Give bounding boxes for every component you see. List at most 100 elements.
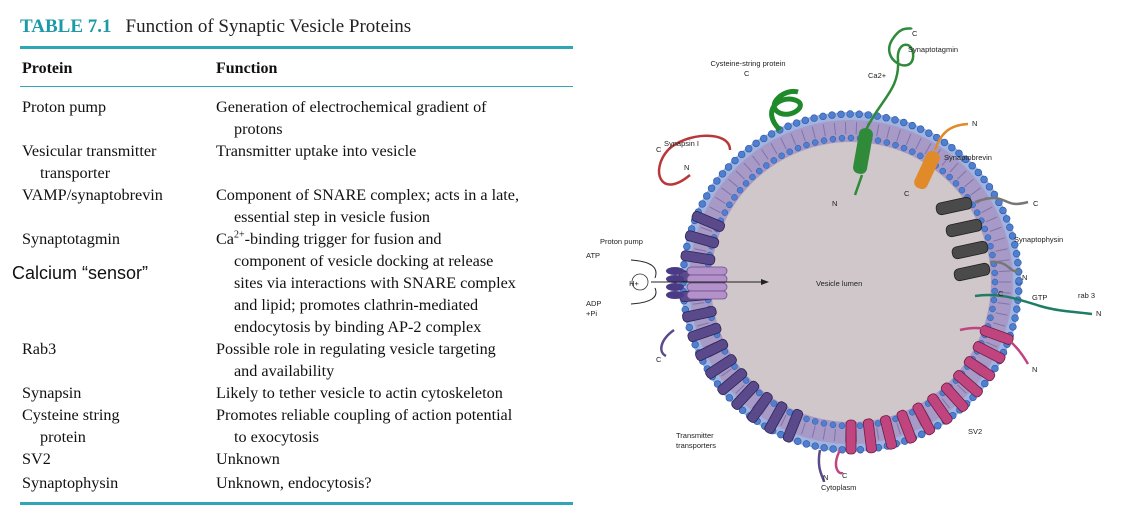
lipid-head-outer bbox=[918, 430, 926, 439]
label-c: C bbox=[656, 145, 662, 154]
synaptotagmin-helix bbox=[853, 128, 873, 174]
label-pi: +Pi bbox=[586, 309, 597, 318]
sv2-helix bbox=[927, 393, 953, 425]
label-c: C bbox=[842, 471, 848, 480]
lipid-head-inner bbox=[770, 400, 778, 407]
lipid-tail bbox=[780, 414, 787, 427]
function-line: Unknown, endocytosis? bbox=[216, 474, 372, 492]
lipid-head-outer bbox=[974, 168, 983, 177]
lipid-head-inner bbox=[874, 420, 882, 427]
lipid-tail bbox=[801, 422, 806, 435]
label-c: C bbox=[904, 189, 910, 198]
transmitter-transporter-helix bbox=[691, 211, 726, 232]
lipid-tail bbox=[915, 137, 922, 150]
lipid-tail bbox=[896, 129, 901, 142]
lipid-tail bbox=[833, 122, 837, 135]
lipid-tail bbox=[924, 143, 932, 155]
synaptophysin-chain bbox=[989, 260, 1019, 273]
lipid-head-outer bbox=[702, 192, 711, 200]
lipid-tail bbox=[876, 124, 880, 137]
lipid-head-inner bbox=[820, 137, 828, 144]
lipid-head-outer bbox=[1011, 314, 1019, 322]
lipid-tail bbox=[715, 196, 726, 204]
cysteine-string-protein bbox=[769, 88, 803, 132]
label-c: C bbox=[1033, 199, 1039, 208]
lipid-head-outer bbox=[683, 242, 691, 251]
lipid-head-inner bbox=[811, 139, 819, 146]
label-gtp: GTP bbox=[1032, 293, 1047, 302]
synaptobrevin-chain bbox=[933, 122, 969, 151]
lipid-head-outer bbox=[737, 150, 746, 159]
lipid-tail bbox=[941, 398, 950, 409]
lipid-head-outer bbox=[1012, 249, 1021, 258]
row-function: Possible role in regulating vesicle targ… bbox=[216, 338, 496, 382]
lipid-head-inner bbox=[984, 234, 992, 241]
lipid-head-inner bbox=[883, 139, 891, 146]
lipid-tail bbox=[822, 427, 826, 440]
lipid-head-outer bbox=[955, 149, 963, 158]
transmitter-transporter-helix bbox=[695, 338, 729, 361]
lipid-tail bbox=[709, 206, 721, 213]
transmitter-transporter-helix bbox=[687, 322, 722, 343]
row-protein: VAMP/synaptobrevin bbox=[22, 184, 163, 206]
synaptotagmin-tail bbox=[853, 174, 864, 196]
lipid-head-inner bbox=[989, 305, 996, 313]
function-line: endocytosis by binding AP-2 complex bbox=[234, 318, 482, 336]
label-vesicle-lumen: Vesicle lumen bbox=[816, 279, 862, 288]
lipid-tail bbox=[995, 312, 1008, 316]
function-line: to exocytosis bbox=[234, 428, 319, 446]
lipid-head-inner bbox=[991, 287, 998, 295]
lipid-head-outer bbox=[1015, 277, 1023, 285]
synaptotagmin-chain bbox=[864, 26, 915, 131]
lipid-tail bbox=[752, 155, 761, 166]
lipid-head-inner bbox=[736, 186, 744, 194]
diagram-labels: Cysteine-string proteinCSynaptotagminCCa… bbox=[586, 29, 1101, 492]
label-adp: ADP bbox=[586, 299, 601, 308]
label-h: H+ bbox=[629, 279, 639, 288]
synaptophysin-helix bbox=[951, 240, 989, 260]
proton-pump-subunit bbox=[686, 282, 728, 292]
row-protein: Synaptophysin bbox=[22, 472, 118, 494]
lipid-head-outer bbox=[846, 110, 854, 118]
lipid-tail bbox=[743, 162, 753, 173]
lipid-head-outer bbox=[1002, 215, 1011, 223]
lipid-head-outer bbox=[940, 138, 949, 147]
row-protein: SV2 bbox=[22, 448, 51, 470]
label-proton-pump: Proton pump bbox=[600, 237, 643, 246]
lipid-tail bbox=[995, 248, 1008, 252]
lipid-head-outer bbox=[1015, 287, 1023, 295]
protein-line: Proton pump bbox=[22, 98, 107, 116]
protein-line: Rab3 bbox=[22, 340, 57, 358]
lipid-head-outer bbox=[725, 394, 734, 402]
table-number: TABLE 7.1 bbox=[20, 16, 112, 37]
lipid-head-outer bbox=[685, 323, 693, 332]
label-synaptophysin: Synaptophysin bbox=[1014, 235, 1063, 244]
lipid-head-outer bbox=[980, 175, 988, 184]
lipid-head-outer bbox=[819, 112, 827, 121]
lipid-head-outer bbox=[1009, 323, 1017, 331]
lipid-tail bbox=[998, 291, 1011, 294]
lipid-head-inner bbox=[794, 144, 802, 152]
proton-pump-head bbox=[666, 275, 684, 283]
lipid-head-outer bbox=[784, 122, 792, 130]
transporter-tail bbox=[817, 449, 826, 483]
lipid-head-outer bbox=[828, 111, 836, 119]
rab3-chain bbox=[974, 293, 1093, 316]
lipid-head-outer bbox=[962, 155, 970, 164]
lipid-tail bbox=[700, 226, 713, 232]
vesicle-diagram: Cysteine-string proteinCSynaptotagminCCa… bbox=[586, 26, 1101, 492]
lipid-head-outer bbox=[985, 183, 994, 191]
label-transporters: transporters bbox=[676, 441, 716, 450]
lipid-head-inner bbox=[952, 180, 960, 187]
lipid-head-inner bbox=[755, 167, 763, 175]
lipid-tail bbox=[986, 216, 998, 223]
lipid-head-inner bbox=[770, 157, 778, 164]
sv2-helix bbox=[912, 402, 936, 436]
lipid-tail bbox=[998, 270, 1011, 273]
synapsin-chain bbox=[657, 134, 732, 186]
transporter-tail bbox=[660, 328, 675, 358]
lipid-tail bbox=[721, 187, 732, 196]
row-function: Unknown, endocytosis? bbox=[216, 472, 372, 494]
